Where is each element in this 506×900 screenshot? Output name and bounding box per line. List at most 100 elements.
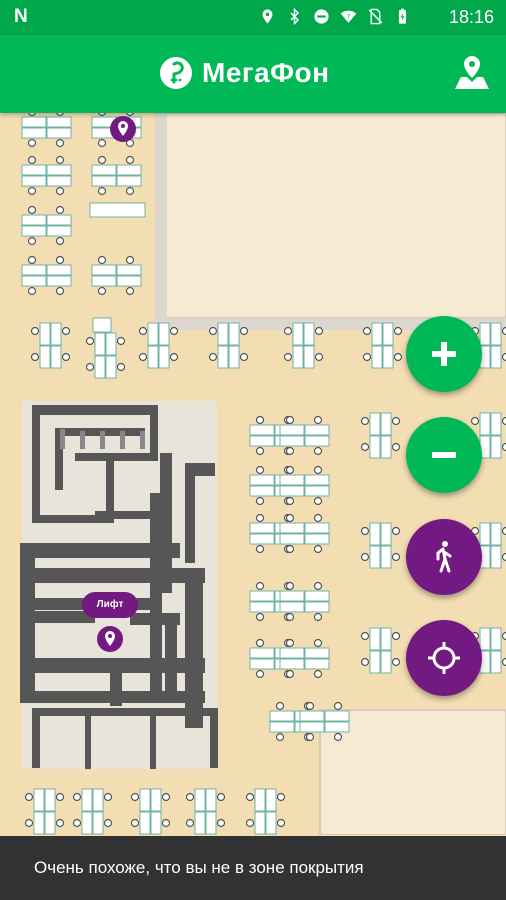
desk — [299, 721, 325, 733]
desk — [380, 545, 392, 569]
chair — [276, 818, 286, 828]
desk — [382, 322, 394, 346]
chair — [27, 286, 37, 296]
chair — [239, 326, 249, 336]
chair — [245, 792, 255, 802]
desk — [81, 811, 93, 835]
chair — [391, 526, 401, 536]
desk — [249, 590, 275, 602]
chair — [116, 362, 126, 372]
chair — [61, 352, 71, 362]
desk — [91, 175, 117, 187]
desk — [81, 788, 93, 812]
desk — [33, 788, 45, 812]
chair — [360, 552, 370, 562]
desk — [150, 811, 162, 835]
chair — [275, 701, 285, 711]
desk — [217, 322, 229, 346]
desk — [490, 322, 502, 346]
zoom-out-button[interactable] — [406, 417, 482, 493]
location-pin-icon[interactable] — [96, 625, 124, 653]
desk — [158, 322, 170, 346]
desk — [279, 601, 305, 613]
desk — [33, 811, 45, 835]
chair — [255, 513, 265, 523]
desk — [490, 412, 502, 436]
indoor-floor-map[interactable]: Лифт — [0, 113, 506, 835]
chair — [208, 352, 218, 362]
no-sim-icon — [368, 8, 383, 25]
desk — [116, 264, 142, 276]
zoom-in-button[interactable] — [406, 316, 482, 392]
chair — [501, 442, 506, 452]
chair — [98, 113, 106, 117]
chair — [305, 732, 315, 742]
chair — [314, 352, 324, 362]
chair — [393, 326, 403, 336]
desk — [292, 345, 304, 369]
chair — [185, 818, 195, 828]
location-icon — [262, 9, 273, 24]
chair — [97, 155, 107, 165]
chair — [360, 526, 370, 536]
chair — [313, 496, 323, 506]
location-pin-icon[interactable] — [109, 115, 137, 143]
chair — [27, 155, 37, 165]
desk — [369, 435, 381, 459]
chair — [97, 186, 107, 196]
desk — [249, 533, 275, 545]
chair — [333, 701, 343, 711]
desk — [91, 275, 117, 287]
desk — [304, 590, 330, 602]
chair — [125, 286, 135, 296]
desk — [21, 164, 47, 176]
chair — [285, 638, 295, 648]
chair — [255, 544, 265, 554]
desk — [369, 545, 381, 569]
desk — [369, 412, 381, 436]
desk — [299, 710, 325, 722]
chair — [55, 792, 65, 802]
do-not-disturb-icon — [314, 9, 329, 24]
locate-me-button[interactable] — [406, 620, 482, 696]
building-core — [20, 401, 218, 769]
chair — [285, 496, 295, 506]
desk — [304, 435, 330, 447]
chair — [313, 465, 323, 475]
desk — [249, 658, 275, 670]
desk — [116, 275, 142, 287]
clock: 18:16 — [448, 7, 494, 27]
desk — [380, 435, 392, 459]
desk — [324, 721, 350, 733]
desk — [94, 355, 106, 379]
chair — [285, 669, 295, 679]
chair — [255, 446, 265, 456]
chair — [333, 732, 343, 742]
chair — [285, 415, 295, 425]
walking-mode-button[interactable] — [406, 519, 482, 595]
lift-label[interactable]: Лифт — [82, 592, 138, 618]
chair — [55, 155, 65, 165]
desk — [46, 116, 72, 128]
map-pin-icon[interactable] — [452, 53, 492, 93]
chair — [97, 255, 107, 265]
open-area-top — [164, 113, 506, 319]
chair — [276, 792, 286, 802]
desk — [380, 650, 392, 674]
desk — [249, 522, 275, 534]
chair — [138, 326, 148, 336]
chair — [55, 138, 65, 148]
desk — [116, 164, 142, 176]
desk — [150, 788, 162, 812]
desk — [21, 127, 47, 139]
chair — [501, 526, 506, 536]
chair — [27, 186, 37, 196]
desk — [91, 264, 117, 276]
chair — [245, 818, 255, 828]
snackbar-message: Очень похоже, что вы не в зоне покрытия — [34, 858, 364, 877]
desk — [479, 322, 491, 346]
chair — [169, 352, 179, 362]
chair — [103, 792, 113, 802]
floor-plan[interactable] — [0, 113, 506, 835]
chair — [27, 205, 37, 215]
